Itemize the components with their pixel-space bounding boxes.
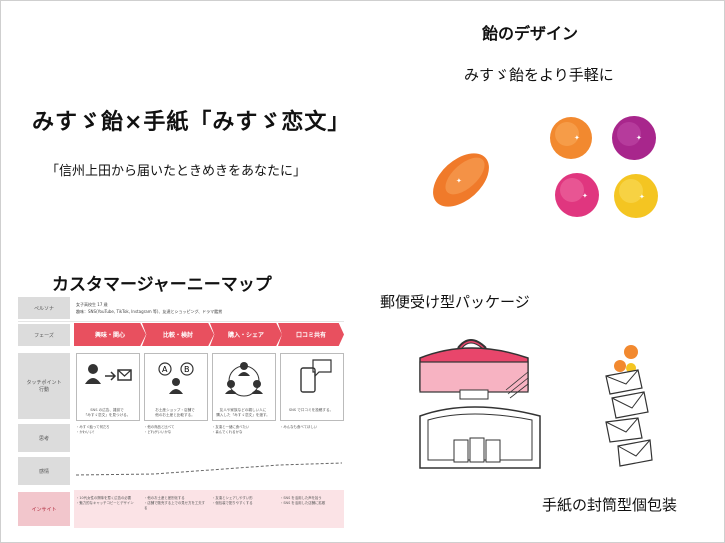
people-share-icon — [225, 362, 263, 397]
package-section-title: 郵便受け型パッケージ — [380, 293, 530, 311]
insight-text: ・他のお土産と差別化する ・店舗で販売する上での見せ方を工夫する — [144, 496, 206, 510]
svg-text:B: B — [184, 365, 190, 374]
touchpoint-caption: SNS で口コミを投稿する。 — [288, 408, 334, 412]
phase-interest: 興味・関心 — [74, 323, 146, 346]
row-label-insight: インサイト — [18, 492, 70, 526]
touchpoint-caption: 友人や家族などの親しい人に 購入した「みすゞ恋文」を渡す。 — [216, 408, 270, 417]
touchpoint-card — [76, 353, 140, 421]
envelope-stack-illustration — [605, 345, 653, 467]
insight-text: ・10代女性の興味を惹く広告の必要 ・魅力的なキャッチコピーとデザイン — [76, 496, 134, 505]
compare-ab-icon: A B — [158, 362, 194, 394]
row-label-persona: ペルソナ — [18, 297, 70, 319]
mailbox-package-illustration — [419, 339, 541, 469]
person-to-mail-icon — [85, 364, 132, 384]
thought-text: ・友達と一緒に食べたい ・喜んでくれるかな — [212, 425, 250, 434]
candy-yellow: ✦ — [614, 174, 658, 218]
svg-text:A: A — [162, 365, 168, 374]
touchpoint-caption: お土産ショップ・店舗で 他のお土産と比較する。 — [155, 408, 195, 417]
svg-text:✦: ✦ — [456, 177, 462, 185]
phone-comment-icon — [300, 359, 332, 393]
phase-purchase: 購入・シェア — [210, 323, 282, 346]
candy-section-subtitle: みすゞ飴をより手軽に — [464, 66, 614, 84]
candy-orange: ✦ — [550, 117, 592, 159]
thought-text: ・みすゞ飴って何だろ ・かわいい！ — [76, 425, 110, 434]
phase-review: 口コミ共有 — [278, 323, 344, 346]
touchpoint-card — [280, 353, 344, 421]
candy-orange-slanted: ✦ — [433, 153, 489, 207]
phase-compare: 比較・検討 — [142, 323, 214, 346]
journey-map-title: カスタマージャーニーマップ — [52, 275, 272, 295]
svg-text:✦: ✦ — [636, 134, 642, 142]
candy-purple: ✦ — [612, 116, 656, 160]
touchpoint-card — [212, 353, 276, 421]
insight-band — [74, 490, 344, 528]
insight-text: ・SNS を活用した声を拾う ・SNS を活用した店舗に拡散 — [280, 496, 326, 505]
row-label-phase: フェーズ — [18, 324, 70, 346]
candy-pink: ✦ — [555, 173, 599, 217]
row-divider — [18, 321, 344, 322]
svg-text:✦: ✦ — [639, 193, 645, 201]
emotion-curve — [75, 462, 343, 476]
envelope-section-title: 手紙の封筒型個包装 — [542, 496, 678, 514]
svg-text:✦: ✦ — [574, 134, 580, 142]
row-label-thought: 思考 — [18, 424, 70, 452]
candy-section-title: 飴のデザイン — [482, 24, 579, 43]
row-label-touchpoint: タッチポイント 行動 — [18, 353, 70, 419]
thought-text: ・みんなも食べてほしい — [280, 425, 318, 429]
touchpoint-caption: SNS の広告、雑誌で 「みすゞ恋文」を見つける。 — [83, 408, 131, 417]
page-subtitle: 「信州上田から届いたときめきをあなたに」 — [46, 164, 307, 179]
customer-journey-map: ペルソナ 女子高校生 17 歳 趣味：SNS(YouTube, TikTok, … — [18, 297, 344, 531]
touchpoint-card: A B — [144, 353, 208, 421]
insight-text: ・友達とシェアしやすい形 ・個包装で配りやすくする — [212, 496, 253, 505]
page-title: みすゞ飴×手紙「みすゞ恋文」 — [32, 110, 351, 135]
thought-text: ・他の商品と比べて ・どれがいいかな — [144, 425, 175, 434]
svg-text:✦: ✦ — [582, 192, 588, 200]
candy-illustration: ✦ ✦ ✦ ✦ ✦ — [433, 116, 658, 218]
row-label-emotion: 感情 — [18, 457, 70, 485]
persona-description: 女子高校生 17 歳 趣味：SNS(YouTube, TikTok, Insta… — [76, 302, 223, 314]
